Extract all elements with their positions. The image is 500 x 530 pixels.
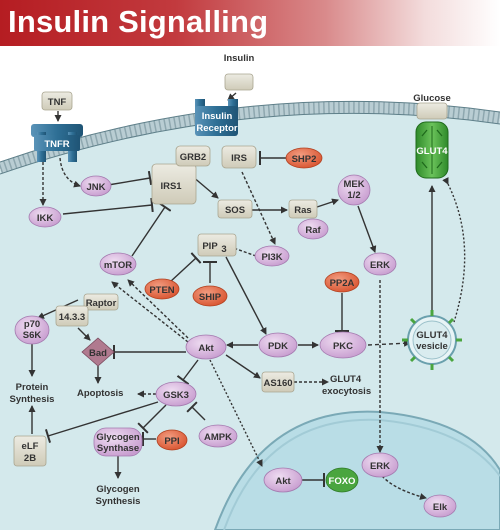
jnk-label: JNK bbox=[86, 182, 105, 193]
node-irs: IRS bbox=[221, 145, 257, 169]
ras-label: Ras bbox=[294, 205, 311, 216]
ampk-label: AMPK bbox=[204, 432, 232, 443]
foxo-label: FOXO bbox=[329, 476, 356, 487]
node-insulin: Insulin bbox=[224, 53, 255, 91]
node-pkc: PKC bbox=[319, 331, 367, 359]
protein-synthesis-label-2: Synthesis bbox=[10, 394, 55, 405]
insulin-receptor-label-1: Insulin bbox=[202, 111, 233, 122]
pten-label: PTEN bbox=[149, 285, 174, 296]
pkc-label: PKC bbox=[333, 341, 353, 352]
node-elf2b: eLF 2B bbox=[13, 435, 47, 467]
node-bad: Bad bbox=[81, 337, 115, 367]
node-jnk: JNK bbox=[80, 175, 112, 197]
node-akt: Akt bbox=[185, 334, 227, 360]
node-pten: PTEN bbox=[144, 278, 180, 300]
glut4-membrane-label: GLUT4 bbox=[416, 146, 448, 157]
protein-synthesis-label-1: Protein bbox=[16, 382, 49, 393]
insulin-receptor-label-2: Receptor bbox=[196, 123, 237, 134]
raf-label: Raf bbox=[305, 225, 321, 236]
glut4-vesicle-label-1: GLUT4 bbox=[416, 330, 448, 341]
elf2b-label-2: 2B bbox=[24, 453, 36, 464]
p70-label: p70 bbox=[24, 319, 40, 330]
pp2a-label: PP2A bbox=[330, 278, 355, 289]
node-pi3k: PI3K bbox=[254, 245, 290, 267]
node-shp2: SHP2 bbox=[285, 147, 323, 169]
node-akt-nuclear: Akt bbox=[263, 467, 303, 493]
node-ikk: IKK bbox=[28, 206, 62, 228]
glut4-vesicle: GLUT4 vesicle bbox=[402, 310, 462, 370]
diagram-title: Insulin Signalling bbox=[8, 4, 269, 39]
protein-1433-label: 14.3.3 bbox=[59, 312, 85, 323]
ikk-label: IKK bbox=[37, 213, 54, 224]
mtor-label: mTOR bbox=[104, 260, 132, 271]
ppi-label: PPI bbox=[164, 436, 179, 447]
shp2-label: SHP2 bbox=[292, 154, 317, 165]
node-p70s6k: p70 S6K bbox=[14, 315, 50, 345]
apoptosis-label: Apoptosis bbox=[77, 388, 123, 399]
pip3-subscript: 3 bbox=[221, 244, 226, 255]
insulin-label: Insulin bbox=[224, 53, 255, 64]
node-foxo: FOXO bbox=[325, 467, 359, 493]
erk-top-label: ERK bbox=[370, 260, 390, 271]
node-pdk: PDK bbox=[258, 332, 298, 358]
node-ampk: AMPK bbox=[198, 424, 238, 448]
glycogen-synthase-label-1: Glycogen bbox=[96, 432, 139, 443]
glycogen-synthesis-label-1: Glycogen bbox=[96, 484, 139, 495]
pdk-label: PDK bbox=[268, 341, 288, 352]
tnfr-label: TNFR bbox=[44, 139, 69, 150]
mek-label-2: 1/2 bbox=[347, 190, 360, 201]
node-gsk3: GSK3 bbox=[155, 381, 197, 407]
node-ship: SHIP bbox=[192, 285, 228, 307]
node-14-3-3: 14.3.3 bbox=[55, 305, 89, 327]
akt-nuclear-label: Akt bbox=[275, 476, 291, 487]
node-raptor: Raptor bbox=[83, 293, 119, 311]
node-pp2a: PP2A bbox=[324, 271, 360, 293]
glycogen-synthase-label-2: Synthase bbox=[97, 443, 139, 454]
node-elk: Elk bbox=[423, 494, 457, 518]
mek-label-1: MEK bbox=[343, 179, 364, 190]
node-mek: MEK 1/2 bbox=[337, 174, 371, 206]
glycogen-synthesis-label-2: Synthesis bbox=[96, 496, 141, 507]
sos-label: SOS bbox=[225, 205, 245, 216]
s6k-label: S6K bbox=[23, 330, 42, 341]
irs1-label: IRS1 bbox=[160, 181, 182, 192]
glucose-label: Glucose bbox=[413, 93, 451, 104]
node-raf: Raf bbox=[297, 218, 329, 240]
pi3k-label: PI3K bbox=[261, 252, 282, 263]
glut4-vesicle-label-2: vesicle bbox=[416, 341, 448, 352]
insulin-receptor: Insulin Receptor bbox=[195, 99, 238, 136]
elk-label: Elk bbox=[433, 502, 448, 513]
glut4-channel: GLUT4 bbox=[415, 121, 449, 179]
node-irs1: GRB2 IRS1 bbox=[151, 145, 211, 205]
akt-label: Akt bbox=[198, 343, 214, 354]
node-ppi: PPI bbox=[156, 429, 188, 451]
glut4-exocytosis-label-1: GLUT4 bbox=[330, 374, 362, 385]
gsk3-label: GSK3 bbox=[163, 390, 189, 401]
tnf-label: TNF bbox=[48, 97, 67, 108]
node-erk-nuclear: ERK bbox=[361, 452, 399, 478]
node-glucose: Glucose bbox=[413, 93, 451, 120]
node-sos: SOS bbox=[217, 199, 253, 219]
node-erk-top: ERK bbox=[363, 252, 397, 276]
elf2b-label-1: eLF bbox=[22, 441, 39, 452]
as160-label: AS160 bbox=[263, 378, 292, 389]
node-pip3: PIP 3 bbox=[197, 233, 237, 257]
node-tnf: TNF bbox=[41, 91, 73, 111]
irs-label: IRS bbox=[231, 153, 247, 164]
node-as160: AS160 bbox=[261, 371, 295, 393]
title-banner: Insulin Signalling bbox=[0, 0, 500, 46]
ship-label: SHIP bbox=[199, 292, 222, 303]
node-mtor: mTOR bbox=[99, 252, 137, 276]
bad-label: Bad bbox=[89, 348, 107, 359]
erk-nuclear-label: ERK bbox=[370, 461, 390, 472]
node-ras: Ras bbox=[288, 199, 318, 219]
glut4-exocytosis-label-2: exocytosis bbox=[322, 386, 371, 397]
tnfr-receptor: TNFR bbox=[31, 124, 83, 162]
pip3-label: PIP bbox=[202, 241, 218, 252]
raptor-label: Raptor bbox=[86, 298, 117, 309]
node-glycogen-synthase: Glycogen Synthase bbox=[93, 427, 143, 457]
grb2-label: GRB2 bbox=[180, 152, 206, 163]
